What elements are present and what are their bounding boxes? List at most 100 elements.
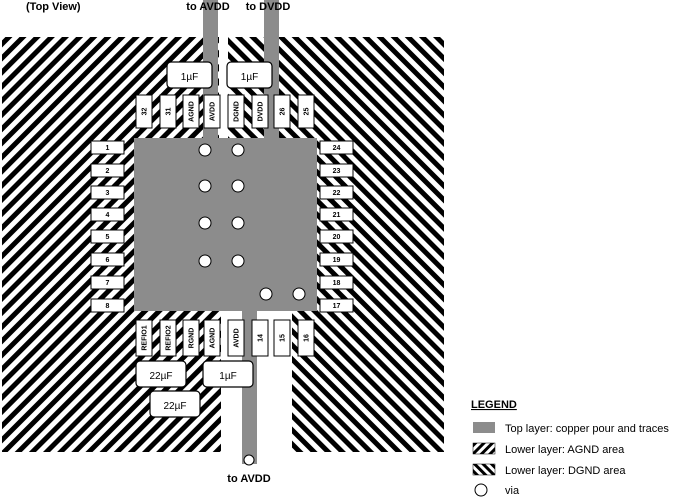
pin-pad-20: 20 (319, 229, 354, 244)
pin-pad-15: 15 (273, 319, 291, 357)
pin-pad-26: 26 (273, 94, 291, 129)
pin-pad-31: 31 (159, 94, 177, 129)
legend-swatch-via (474, 483, 488, 497)
pin-pad-refio1: REFIO1 (135, 319, 153, 357)
legend-title: LEGEND (471, 399, 517, 411)
pin-label: 7 (106, 280, 110, 287)
pin-pad-4: 4 (90, 207, 125, 222)
pin-pad-23: 23 (319, 163, 354, 178)
pin-label: 16 (304, 334, 311, 342)
pin-label: 31 (166, 108, 173, 116)
pin-label: 14 (258, 334, 265, 342)
pin-label: 6 (106, 257, 110, 264)
pin-pad-18: 18 (319, 275, 354, 290)
via (198, 254, 212, 268)
svg-text:1µF: 1µF (219, 371, 236, 382)
pin-label: 18 (333, 280, 341, 287)
pin-pad-22: 22 (319, 185, 354, 200)
pin-label: AVDD (234, 328, 241, 347)
pin-pad-14: 14 (251, 319, 269, 357)
pin-label: 15 (280, 334, 287, 342)
pin-pad-21: 21 (319, 207, 354, 222)
capacitor-bottom-avdd: 1µF (202, 360, 254, 388)
pin-label: AGND (189, 101, 196, 122)
pin-label: AGND (210, 328, 217, 349)
pin-label: 19 (333, 257, 341, 264)
view-label: (Top View) (26, 1, 81, 13)
legend-swatch-dgnd (472, 463, 496, 476)
svg-text:22µF: 22µF (164, 401, 187, 412)
pin-label: 32 (142, 108, 149, 116)
pin-label: DVDD (258, 102, 265, 122)
pin-label: 8 (106, 303, 110, 310)
pin-pad-avdd: AVDD (203, 94, 221, 129)
svg-text:1µF: 1µF (241, 72, 258, 83)
pin-label: 4 (106, 212, 110, 219)
pin-pad-1: 1 (90, 140, 125, 155)
via (231, 254, 245, 268)
pin-pad-2: 2 (90, 163, 125, 178)
pin-label: DGND (234, 101, 241, 122)
ground-split-gap (283, 185, 292, 452)
pin-pad-agnd: AGND (203, 319, 221, 357)
pin-pad-refio2: REFIO2 (159, 319, 177, 357)
pin-label: 20 (333, 234, 341, 241)
via (231, 179, 245, 193)
pin-pad-25: 25 (297, 94, 315, 129)
pin-label: RGND (189, 328, 196, 349)
pin-pad-16: 16 (297, 319, 315, 357)
pin-pad-7: 7 (90, 275, 125, 290)
pin-pad-5: 5 (90, 229, 125, 244)
pin-label: 22 (333, 190, 341, 197)
legend-swatch-agnd (472, 442, 496, 455)
vias (198, 143, 306, 301)
via (292, 287, 306, 301)
via (198, 143, 212, 157)
capacitor-refio1: 22µF (135, 360, 187, 388)
via (198, 216, 212, 230)
pin-pad-dvdd: DVDD (251, 94, 269, 129)
pin-label: AVDD (210, 102, 217, 121)
legend-item-agnd: Lower layer: AGND area (505, 444, 625, 456)
pin-label: REFIO1 (142, 325, 149, 350)
pin-label: 26 (280, 108, 287, 116)
pin-pad-17: 17 (319, 298, 354, 313)
pin-label: 5 (106, 234, 110, 241)
pin-pad-19: 19 (319, 252, 354, 267)
pin-pad-8: 8 (90, 298, 125, 313)
pin-label: 24 (333, 145, 341, 152)
legend-item-dgnd: Lower layer: DGND area (505, 465, 626, 477)
pin-pad-avdd: AVDD (227, 319, 245, 357)
pin-label: 3 (106, 190, 110, 197)
pin-pad-6: 6 (90, 252, 125, 267)
via (231, 216, 245, 230)
capacitor-top-dvdd: 1µF (226, 61, 273, 89)
capacitor-top-avdd: 1µF (166, 61, 213, 89)
ground-split-gap (219, 37, 228, 185)
pin-pad-rgnd: RGND (182, 319, 200, 357)
pin-label: 25 (304, 108, 311, 116)
pin-pad-32: 32 (135, 94, 153, 129)
legend: LEGEND Top layer: copper pour and traces… (471, 399, 669, 497)
legend-swatch-copper (473, 422, 495, 433)
to-dvdd-top-label: to DVDD (246, 1, 291, 13)
legend-item-copper: Top layer: copper pour and traces (505, 423, 669, 435)
pin-label: REFIO2 (166, 325, 173, 350)
pin-pad-dgnd: DGND (227, 94, 245, 129)
thermal-pad-copper (134, 138, 317, 311)
pin-pad-24: 24 (319, 140, 354, 155)
pin-label: 17 (333, 303, 341, 310)
pin-label: 2 (106, 168, 110, 175)
pin-pad-agnd: AGND (182, 94, 200, 129)
capacitor-refio2: 22µF (149, 390, 201, 418)
pin-label: 21 (333, 212, 341, 219)
via (198, 179, 212, 193)
svg-text:1µF: 1µF (181, 72, 198, 83)
pin-pad-3: 3 (90, 185, 125, 200)
legend-item-via: via (505, 485, 520, 497)
to-avdd-bottom-label: to AVDD (227, 473, 270, 485)
bottom-trace-via (243, 454, 255, 466)
pin-label: 1 (106, 145, 110, 152)
